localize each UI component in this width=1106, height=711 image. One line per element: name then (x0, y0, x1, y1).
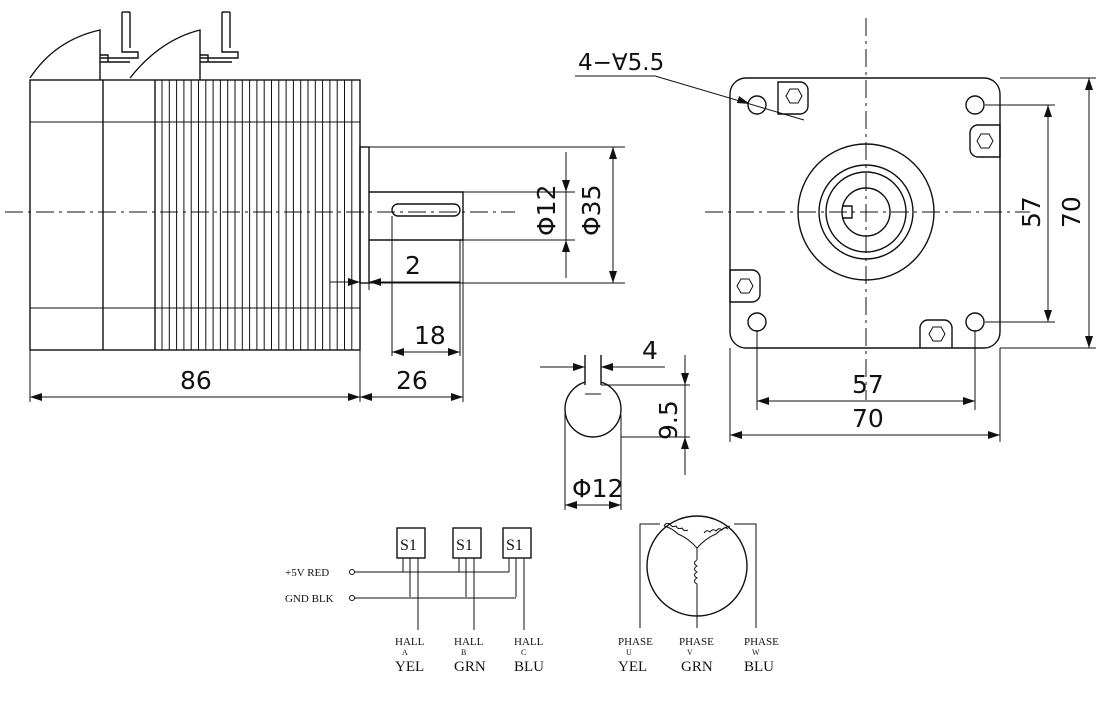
vcc-label: +5V RED (285, 567, 329, 579)
hall-sensor-b (452, 527, 482, 559)
side-view: Φ35 Φ12 2 18 26 86 (5, 11, 625, 402)
dim-body-length: 86 (180, 366, 212, 395)
dim-shoulder: 2 (405, 251, 421, 280)
phase-u-color: YEL (618, 659, 647, 675)
phase-u-name: PHASE (618, 636, 653, 648)
hall-sensor-label: S1 (400, 537, 417, 554)
hex-screw (777, 81, 809, 115)
front-view: 4−∀5.5 57 70 57 70 (575, 18, 1096, 442)
phase-w-color: BLU (744, 659, 774, 675)
hall-sensor-label: S1 (506, 537, 523, 554)
dim-key-length: 18 (414, 321, 446, 350)
phase-v-name: PHASE (679, 636, 714, 648)
phase-winding: PHASE U YEL PHASE V GRN PHASE W BLU (618, 515, 779, 675)
phase-w-name: PHASE (744, 636, 779, 648)
dim-flat-depth: 9.5 (654, 400, 683, 440)
dim-hole-pitch-h: 57 (852, 370, 884, 399)
pilot-outer (797, 143, 935, 281)
connector-bump (29, 29, 101, 80)
front-boss (359, 146, 370, 284)
dim-hole-pitch-v: 57 (1017, 196, 1046, 228)
dim-shaft-length: 26 (396, 366, 428, 395)
hall-a-color: YEL (395, 659, 424, 675)
hall-b-sub: B (461, 648, 466, 657)
dim-flange-v: 70 (1057, 196, 1086, 228)
mount-hole (747, 95, 767, 115)
hall-b-color: GRN (454, 659, 486, 675)
phase-u-sub: U (626, 648, 632, 657)
hall-sensor-c (502, 527, 532, 559)
phase-v-sub: V (687, 648, 693, 657)
hall-c-sub: C (521, 648, 526, 657)
hall-b-name: HALL (454, 636, 484, 648)
pilot-inner (818, 164, 914, 260)
hex-screw (969, 124, 1001, 158)
shaft (369, 191, 464, 241)
dim-shaft-dia: Φ12 (532, 185, 561, 237)
hall-c-name: HALL (514, 636, 544, 648)
hex-screw (919, 319, 953, 348)
hall-a-sub: A (402, 648, 408, 657)
dim-section-dia: Φ12 (572, 474, 624, 503)
hall-sensor-a (396, 527, 426, 559)
gnd-label: GND BLK (285, 593, 334, 605)
phase-v-color: GRN (681, 659, 713, 675)
shaft-end (841, 187, 891, 237)
dim-boss-dia: Φ35 (577, 185, 606, 237)
dim-mount-holes: 4−∀5.5 (578, 50, 664, 76)
hall-wiring: S1 S1 S1 +5V RED GND BLK HALL A YEL HALL… (285, 527, 544, 675)
connector-bump (129, 29, 201, 80)
hall-a-name: HALL (395, 636, 425, 648)
flange (729, 77, 1001, 349)
shaft-section: 4 9.5 Φ12 (540, 336, 690, 510)
mount-hole (965, 95, 985, 115)
phase-w-sub: W (752, 648, 760, 657)
hall-sensor-label: S1 (456, 537, 473, 554)
dim-key-width: 4 (642, 336, 658, 365)
motor-body (29, 79, 361, 351)
hall-c-color: BLU (514, 659, 544, 675)
mount-hole (965, 312, 985, 332)
dim-flange-h: 70 (852, 404, 884, 433)
mount-hole (747, 312, 767, 332)
cooling-fins (161, 80, 353, 350)
hex-screw (729, 269, 761, 303)
key (391, 203, 461, 217)
